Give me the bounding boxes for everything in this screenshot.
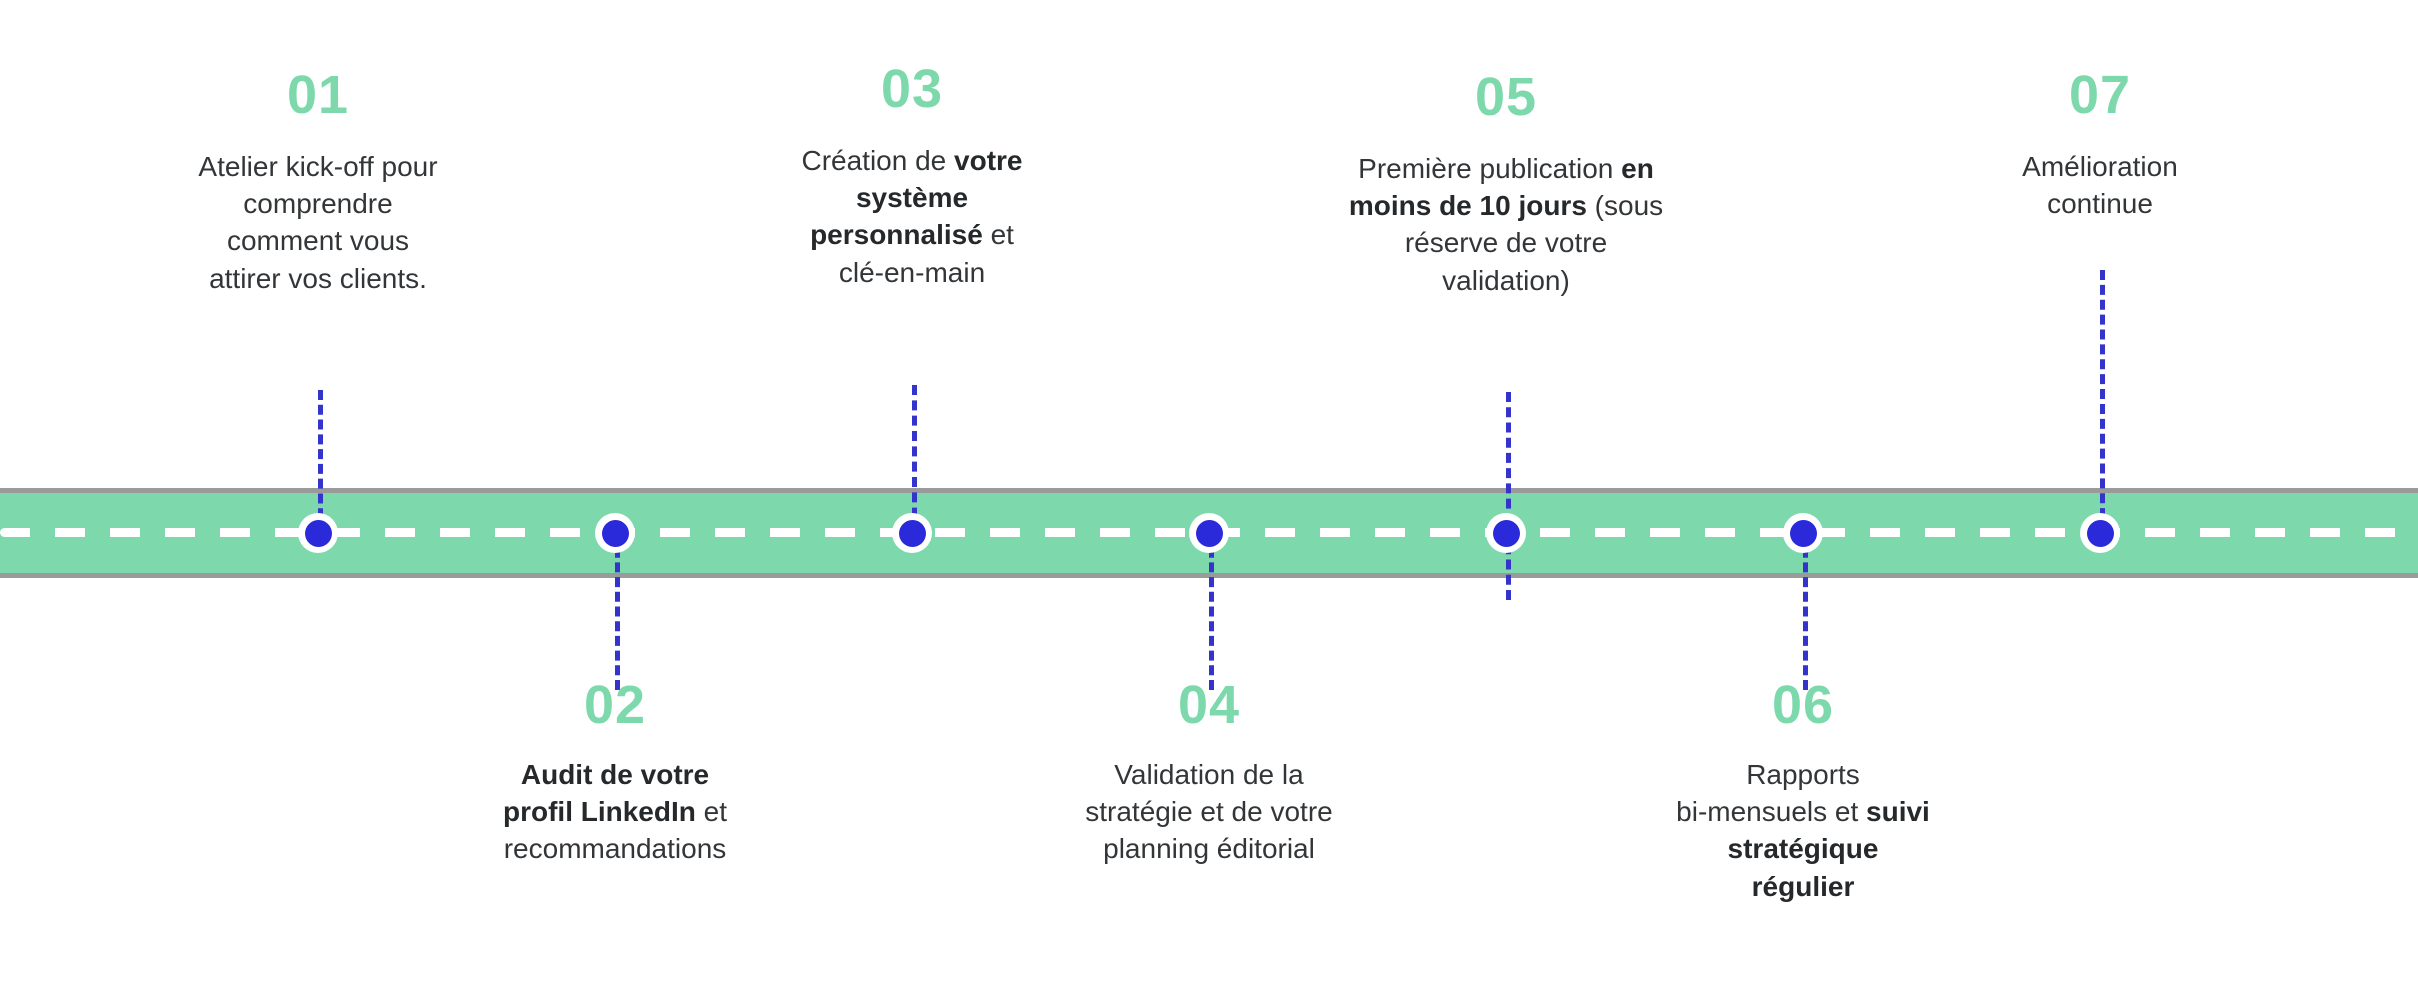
step-description-line: Atelier kick-off pour xyxy=(138,148,498,185)
plain-text: Amélioration xyxy=(2022,151,2178,182)
step-description-line: Audit de votre xyxy=(445,756,785,793)
step-description-line: régulier xyxy=(1608,868,1998,905)
timeline-dot-step-04[interactable] xyxy=(1189,513,1229,553)
step-description-line: Première publication en xyxy=(1281,150,1731,187)
plain-text: comment vous xyxy=(226,225,410,257)
plain-text: réserve de votre xyxy=(1404,227,1608,259)
step-number-05: 05 xyxy=(1474,67,1538,127)
plain-text: Rapports xyxy=(1746,759,1860,790)
emphasis-text: stratégique xyxy=(1727,833,1879,865)
step-number-04: 04 xyxy=(1177,675,1241,735)
step-description-line: Validation de la xyxy=(1029,756,1389,793)
emphasis-text: profil LinkedIn xyxy=(502,796,696,828)
plain-text: et xyxy=(695,796,728,828)
emphasis-text: en xyxy=(1621,153,1654,184)
step-number-02: 02 xyxy=(583,675,647,735)
connector-line-step-07 xyxy=(2100,270,2105,533)
step-description-line: profil LinkedIn et xyxy=(445,793,785,830)
step-description-01: Atelier kick-off pour comprendre comment v… xyxy=(138,148,498,297)
step-description-line: recommandations xyxy=(445,830,785,867)
plain-text: Première publication xyxy=(1358,153,1622,184)
plain-text: bi-mensuels et xyxy=(1676,796,1867,828)
plain-text: Création de xyxy=(801,145,955,176)
dot-core-icon xyxy=(1195,519,1223,547)
step-description-line: comment vous xyxy=(138,222,498,259)
dot-core-icon xyxy=(601,519,629,547)
step-number-06: 06 xyxy=(1771,675,1835,735)
timeline-dot-step-02[interactable] xyxy=(595,513,635,553)
step-description-line: comprendre xyxy=(138,185,498,222)
emphasis-text: personnalisé xyxy=(810,219,983,251)
plain-text: clé-en-main xyxy=(838,256,986,288)
step-number-07: 07 xyxy=(2068,65,2132,125)
step-number-01: 01 xyxy=(286,65,350,125)
step-description-line: réserve de votre xyxy=(1281,224,1731,261)
plain-text: validation) xyxy=(1442,264,1570,296)
emphasis-text: régulier xyxy=(1751,870,1855,902)
connector-line-step-06 xyxy=(1803,533,1808,690)
plain-text: Validation de la xyxy=(1114,759,1304,790)
plain-text: attirer vos clients. xyxy=(209,262,427,294)
dot-core-icon xyxy=(1789,519,1817,547)
step-description-line: attirer vos clients. xyxy=(138,260,498,297)
plain-text: planning éditorial xyxy=(1103,833,1315,865)
step-description-line: Amélioration xyxy=(1950,148,2250,185)
dot-core-icon xyxy=(304,519,332,547)
dot-core-icon xyxy=(898,519,926,547)
connector-line-step-03 xyxy=(912,385,917,533)
emphasis-text: système xyxy=(855,182,969,214)
step-description-line: système xyxy=(747,179,1077,216)
timeline-dot-step-06[interactable] xyxy=(1783,513,1823,553)
connector-line-step-04 xyxy=(1209,533,1214,690)
step-description-04: Validation de la stratégie et de votre pla… xyxy=(1029,756,1389,868)
step-description-line: validation) xyxy=(1281,262,1731,299)
timeline-dot-step-05[interactable] xyxy=(1486,513,1526,553)
step-description-line: stratégique xyxy=(1608,830,1998,867)
emphasis-text: Audit de votre xyxy=(520,759,710,790)
plain-text: et xyxy=(982,219,1014,251)
dot-core-icon xyxy=(1492,519,1520,547)
emphasis-text: moins de 10 jours xyxy=(1348,190,1587,222)
timeline-dot-step-07[interactable] xyxy=(2080,513,2120,553)
step-description-line: Rapports xyxy=(1608,756,1998,793)
step-description-07: Amélioration continue xyxy=(1950,148,2250,222)
plain-text: continue xyxy=(2047,188,2153,220)
connector-line-step-01 xyxy=(318,390,323,533)
plain-text: (sous xyxy=(1586,190,1664,222)
plain-text: stratégie et de votre xyxy=(1085,796,1333,828)
step-description-line: moins de 10 jours (sous xyxy=(1281,187,1731,224)
plain-text: comprendre xyxy=(243,188,393,220)
step-description-line: planning éditorial xyxy=(1029,830,1389,867)
plain-text: Atelier kick-off pour xyxy=(198,151,438,182)
emphasis-text: votre xyxy=(954,145,1023,176)
timeline-dot-step-03[interactable] xyxy=(892,513,932,553)
step-description-line: continue xyxy=(1950,185,2250,222)
plain-text: recommandations xyxy=(503,833,727,865)
dot-core-icon xyxy=(2086,519,2114,547)
step-number-03: 03 xyxy=(880,59,944,119)
step-description-line: clé-en-main xyxy=(747,254,1077,291)
step-description-line: Création de votre xyxy=(747,142,1077,179)
timeline-dot-step-01[interactable] xyxy=(298,513,338,553)
connector-line-step-05 xyxy=(1506,392,1511,600)
connector-line-step-02 xyxy=(615,533,620,690)
step-description-line: stratégie et de votre xyxy=(1029,793,1389,830)
step-description-line: bi-mensuels et suivi xyxy=(1608,793,1998,830)
emphasis-text: suivi xyxy=(1866,796,1930,828)
step-description-line: personnalisé et xyxy=(747,216,1077,253)
